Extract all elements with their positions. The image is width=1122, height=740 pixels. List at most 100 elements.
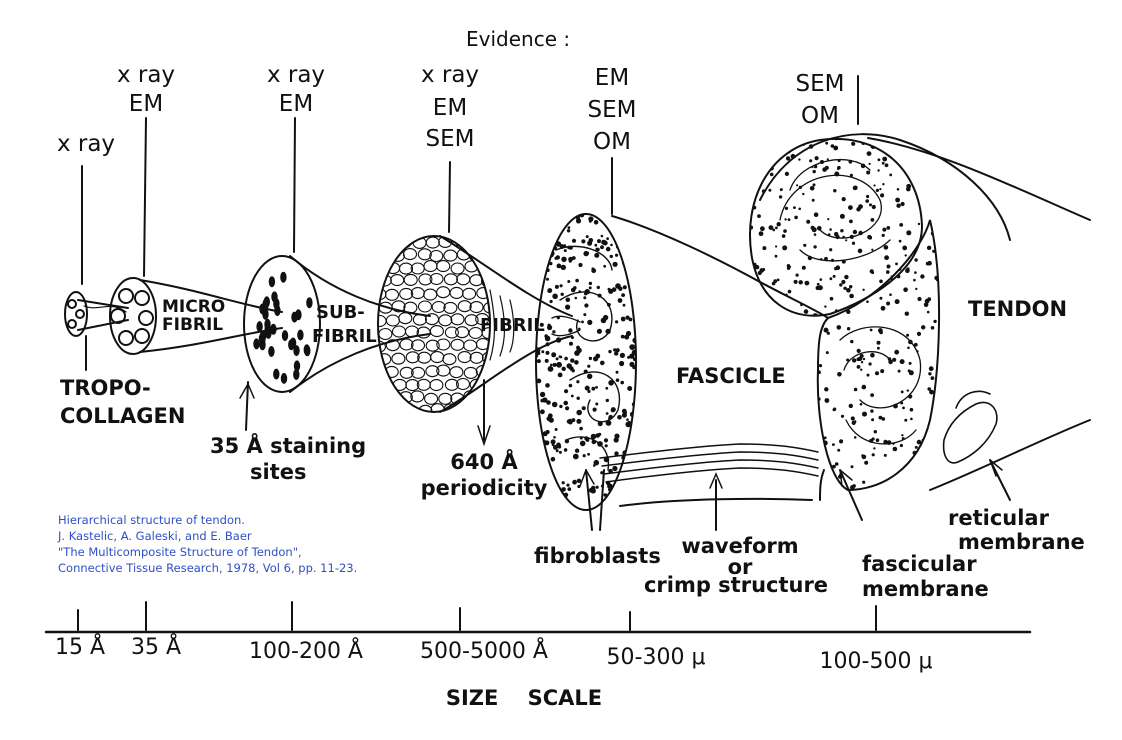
tendon-texture xyxy=(905,159,910,164)
tendon-texture xyxy=(884,163,889,168)
fascicle-texture xyxy=(564,389,569,394)
fascicle-texture xyxy=(627,493,630,497)
tendon-texture xyxy=(809,186,815,191)
fascicle-texture xyxy=(563,448,568,452)
fibril-texture xyxy=(456,403,471,412)
fascicle-texture xyxy=(622,303,626,307)
tendon-texture xyxy=(913,278,916,282)
tendon-texture xyxy=(917,296,922,302)
tendon-texture xyxy=(871,453,875,457)
tendon-texture xyxy=(941,358,944,361)
fascicle-texture xyxy=(595,386,598,389)
fascicle-texture xyxy=(582,454,586,458)
citation-caption: Hierarchical structure of tendon. J. Kas… xyxy=(58,512,357,576)
fascicle-texture xyxy=(571,336,574,340)
tendon-texture xyxy=(850,416,855,421)
tendon-texture xyxy=(906,333,910,337)
tendon-texture xyxy=(904,311,909,316)
tendon-texture xyxy=(873,430,877,434)
tendon-texture xyxy=(832,274,836,278)
fascicle-texture xyxy=(588,219,592,223)
fascicle-texture xyxy=(539,322,544,327)
annotation-reticular-2: membrane xyxy=(958,530,1085,554)
tendon-texture xyxy=(814,156,819,161)
fascicle-texture xyxy=(621,246,627,251)
caption-line-2: J. Kastelic, A. Galeski, and E. Baer xyxy=(58,529,252,543)
tendon-texture xyxy=(859,402,863,406)
fibril-texture xyxy=(442,353,457,366)
annotation-fascicular-2: membrane xyxy=(862,577,989,601)
fascicle-texture xyxy=(545,383,550,388)
staining-leader xyxy=(245,381,249,431)
tendon-texture xyxy=(833,189,837,193)
fascicle-texture xyxy=(557,444,562,449)
tendon-texture xyxy=(860,361,864,364)
fibril-texture xyxy=(430,351,445,364)
tendon-texture xyxy=(827,233,831,236)
fascicle-texture xyxy=(566,419,572,424)
fascicle-texture xyxy=(552,362,557,367)
tendon-texture xyxy=(898,230,901,234)
fascicle-texture xyxy=(621,293,625,297)
fascicle-texture xyxy=(629,344,636,350)
tendon-texture xyxy=(889,243,895,248)
label-subfibril-2: FIBRIL xyxy=(312,326,377,347)
fascicle-texture xyxy=(555,241,562,247)
tendon-texture xyxy=(749,310,751,315)
tendon-texture xyxy=(863,316,866,319)
tendon-texture xyxy=(869,328,873,332)
tendon-texture xyxy=(746,155,750,159)
fascicle-texture xyxy=(541,350,545,354)
tendon-texture xyxy=(895,255,899,259)
tendon-texture xyxy=(877,254,883,260)
subfibril-texture xyxy=(304,345,311,357)
tendon-texture xyxy=(900,281,904,285)
tendon-texture xyxy=(914,258,918,262)
tendon-texture xyxy=(776,154,780,158)
tendon-texture xyxy=(870,352,875,358)
subfibril-texture xyxy=(259,330,267,342)
fibril-texture xyxy=(410,287,425,300)
tendon-texture xyxy=(777,138,782,141)
fascicle-texture xyxy=(619,360,625,367)
fibril-texture xyxy=(399,366,414,379)
fascicle-texture xyxy=(595,485,599,489)
fascicle-texture xyxy=(579,436,583,440)
tendon-texture xyxy=(871,418,875,422)
fibril-texture xyxy=(423,260,438,273)
fascicle-texture xyxy=(626,418,629,422)
fascicle-texture xyxy=(575,278,579,283)
fascicle-texture xyxy=(601,214,605,217)
tendon-texture xyxy=(853,185,858,191)
fibril-texture xyxy=(424,392,439,405)
tendon-texture xyxy=(823,436,827,440)
tendon-texture xyxy=(910,156,916,162)
fascicle-texture xyxy=(559,244,565,249)
fibril-texture xyxy=(469,274,484,287)
tendon-texture xyxy=(905,482,908,485)
fascicle-texture xyxy=(536,217,539,221)
tendon-texture xyxy=(866,300,869,304)
fascicle-texture xyxy=(567,487,572,491)
tendon-texture xyxy=(740,304,744,308)
fascicle-texture xyxy=(558,450,562,454)
tendon-texture xyxy=(862,357,866,361)
fascicle-texture xyxy=(588,286,592,290)
tendon-texture xyxy=(816,282,820,286)
tendon-texture xyxy=(886,307,890,311)
label-fascicle: FASCICLE xyxy=(676,364,786,388)
tendon-texture xyxy=(883,143,887,147)
fascicle-texture xyxy=(564,439,570,444)
tendon-texture xyxy=(776,222,781,227)
tendon-texture xyxy=(830,258,835,262)
fascicle-texture xyxy=(621,408,627,414)
tendon-texture xyxy=(798,185,803,189)
fibril-texture xyxy=(410,262,425,275)
tendon-texture xyxy=(881,233,885,237)
fascicle-texture xyxy=(536,250,540,255)
tendon-texture xyxy=(827,310,831,313)
fascicle-texture xyxy=(545,342,550,347)
tendon-texture xyxy=(824,256,828,261)
tendon-texture xyxy=(928,372,932,376)
